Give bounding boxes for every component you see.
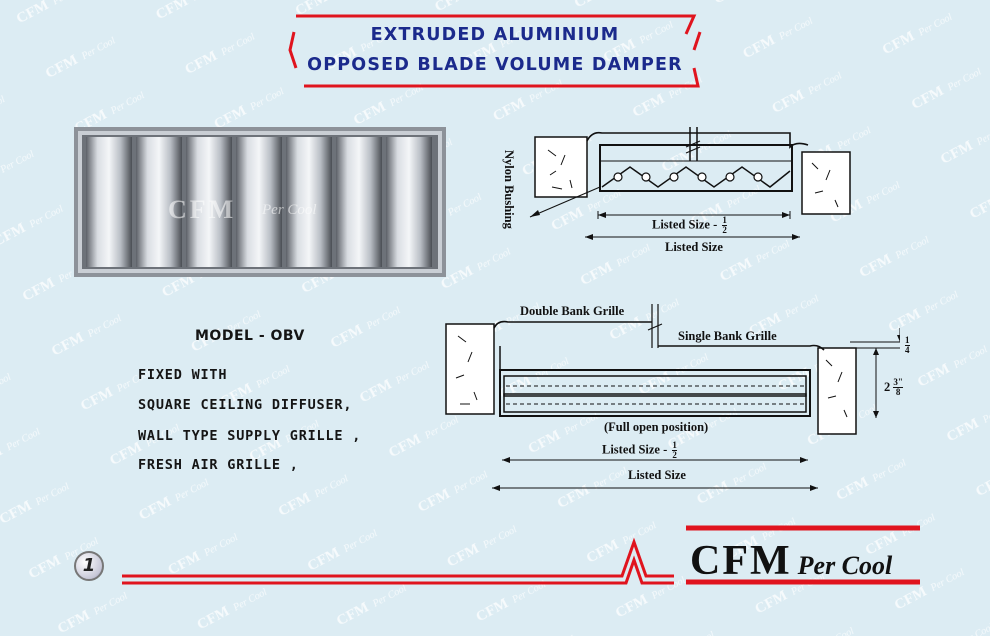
dim-quarter-num: 1 — [905, 335, 910, 346]
nylon-bushing-label: Nylon Bushing — [502, 150, 516, 229]
logo-cfm-text: CFM — [690, 538, 792, 584]
title-line-2: OPPOSED BLADE VOLUME DAMPER — [307, 55, 683, 75]
dim-height-label: 2 3" 8 — [884, 378, 903, 397]
photo-watermark-cfm: CFM — [168, 195, 237, 224]
model-title: MODEL - OBV — [195, 328, 305, 344]
damper-photo — [74, 127, 446, 277]
bottom-listed-size-minus-text: Listed Size - — [602, 442, 668, 457]
dim-height-whole: 2 — [884, 380, 891, 394]
logo-percool-text: Per Cool — [797, 551, 893, 580]
top-listed-size-label: Listed Size — [665, 240, 723, 254]
title-frame — [288, 14, 702, 88]
photo-watermark-percool: Per Cool — [262, 202, 317, 218]
top-listed-size-minus-label: Listed Size - 1 2 — [652, 216, 727, 235]
damper-section-diagram-bottom — [445, 304, 900, 491]
top-fraction-den: 2 — [722, 225, 727, 235]
bottom-listed-size-minus-label: Listed Size - 1 2 — [602, 441, 677, 460]
full-open-position-label: (Full open position) — [604, 420, 709, 434]
top-listed-size-minus-text: Listed Size - — [652, 217, 718, 232]
double-bank-grille-label: Double Bank Grille — [520, 304, 625, 318]
dim-height-num: 3" — [893, 377, 903, 388]
title-line-1: EXTRUDED ALUMINIUM — [370, 25, 620, 45]
bottom-listed-size-label: Listed Size — [628, 468, 686, 482]
model-line-4: FRESH AIR GRILLE , — [138, 457, 299, 473]
footer-red-lines — [122, 525, 920, 585]
bottom-fraction-num: 1 — [672, 440, 677, 451]
dim-quarter-den: 4 — [905, 345, 910, 355]
single-bank-grille-label: Single Bank Grille — [678, 329, 777, 343]
model-line-3: WALL TYPE SUPPLY GRILLE , — [138, 428, 362, 444]
model-line-1: FIXED WITH — [138, 367, 228, 383]
bottom-fraction-den: 2 — [672, 450, 677, 460]
page-number-badge: 1 — [74, 551, 104, 581]
model-line-2: SQUARE CEILING DIFFUSER, — [138, 397, 353, 413]
title-banner: EXTRUDED ALUMINIUM OPPOSED BLADE VOLUME … — [288, 12, 702, 90]
dim-quarter-fraction: 1 4 — [905, 336, 910, 355]
top-fraction-num: 1 — [722, 215, 727, 226]
dim-height-den: 8 — [895, 387, 901, 397]
damper-section-diagram-top — [529, 127, 851, 240]
